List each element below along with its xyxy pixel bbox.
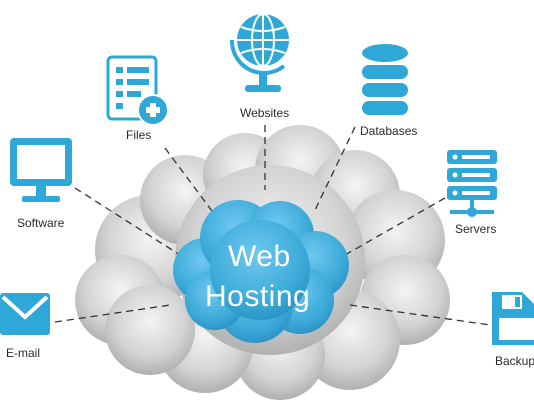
websites-label: Websites [240,106,290,120]
connector-lines [54,125,491,326]
server-icon [447,150,497,217]
backup-label: Backup [495,354,534,368]
center-title-line1: Web [228,240,291,273]
envelope-icon [0,293,50,335]
floppy-disk-icon [492,292,534,345]
monitor-icon [10,138,72,202]
file-add-icon [106,55,169,126]
files-label: Files [126,128,152,142]
database-icon [362,44,408,115]
center-title-line2: Hosting [205,280,311,313]
globe-icon [229,13,289,92]
center-cloud [173,200,349,343]
servers-label: Servers [455,222,497,236]
software-label: Software [17,216,65,230]
databases-label: Databases [360,124,418,138]
email-label: E-mail [6,346,41,360]
